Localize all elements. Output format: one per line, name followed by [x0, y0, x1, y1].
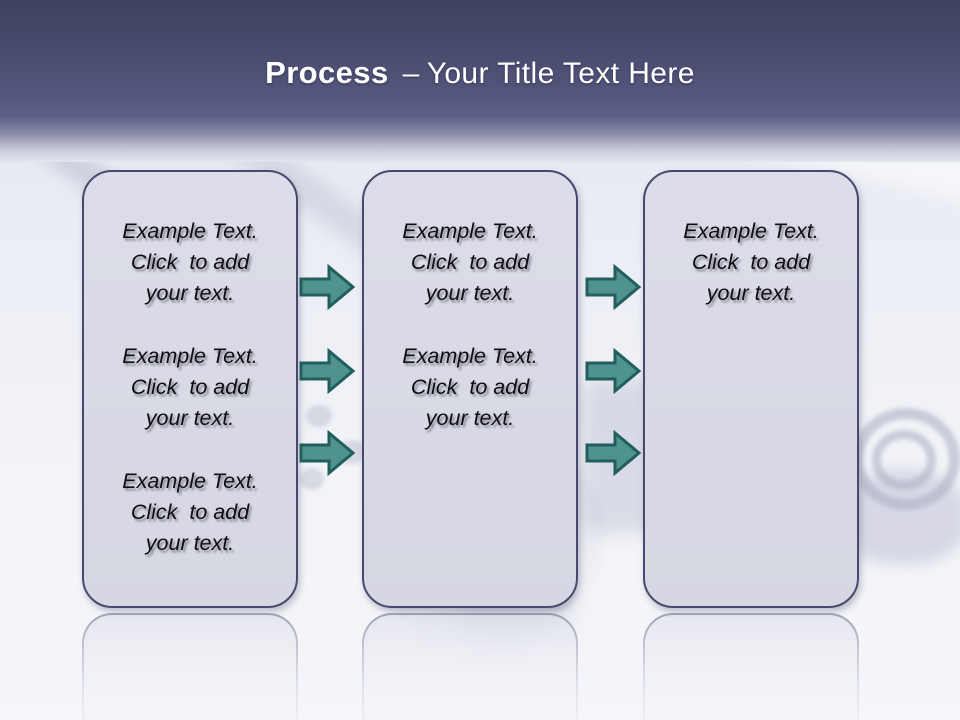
- flow-arrow-icon: [585, 263, 642, 311]
- flow-arrow-icon: [299, 263, 356, 311]
- slide-header: Process–Your Title Text Here: [0, 0, 960, 162]
- placeholder-line: Example Text.: [122, 344, 258, 368]
- slide-title: Process–Your Title Text Here: [0, 55, 960, 91]
- placeholder-line: your text.: [145, 531, 235, 555]
- text-placeholder: Example Text. Click to add your text.: [92, 216, 288, 309]
- title-dash: –: [402, 57, 420, 90]
- placeholder-line: your text.: [145, 406, 235, 430]
- text-placeholder: Example Text. Click to add your text.: [653, 216, 849, 309]
- text-placeholder: Example Text. Click to add your text.: [92, 341, 288, 434]
- box-reflection-2: [362, 613, 578, 720]
- process-box-step-1[interactable]: Example Text. Click to add your text. Ex…: [82, 170, 298, 608]
- placeholder-line: Example Text.: [122, 469, 258, 493]
- placeholder-line: your text.: [706, 281, 796, 305]
- placeholder-line: Click to add: [410, 375, 530, 399]
- box-reflection-3: [643, 613, 859, 720]
- text-placeholder: Example Text. Click to add your text.: [92, 466, 288, 559]
- placeholder-line: Example Text.: [402, 219, 538, 243]
- background-phone-cord: [852, 408, 960, 510]
- placeholder-line: Example Text.: [402, 344, 538, 368]
- placeholder-line: Click to add: [130, 250, 250, 274]
- text-placeholder: Example Text. Click to add your text.: [372, 216, 568, 309]
- placeholder-line: your text.: [425, 281, 515, 305]
- background-photo-dot: [306, 405, 332, 427]
- flow-arrow-icon: [585, 347, 642, 395]
- placeholder-line: Example Text.: [683, 219, 819, 243]
- title-emphasis: Process: [265, 55, 389, 90]
- flow-arrow-icon: [585, 429, 642, 477]
- flow-arrow-icon: [299, 429, 356, 477]
- title-text: Your Title Text Here: [426, 57, 695, 90]
- placeholder-line: your text.: [145, 281, 235, 305]
- placeholder-line: Click to add: [130, 375, 250, 399]
- box-reflection-1: [82, 613, 298, 720]
- placeholder-line: Example Text.: [122, 219, 258, 243]
- process-box-step-3[interactable]: Example Text. Click to add your text.: [643, 170, 859, 608]
- placeholder-line: Click to add: [691, 250, 811, 274]
- text-placeholder: Example Text. Click to add your text.: [372, 341, 568, 434]
- background-phone-cord: [872, 430, 936, 490]
- process-box-step-2[interactable]: Example Text. Click to add your text. Ex…: [362, 170, 578, 608]
- flow-arrow-icon: [299, 347, 356, 395]
- placeholder-line: your text.: [425, 406, 515, 430]
- placeholder-line: Click to add: [410, 250, 530, 274]
- placeholder-line: Click to add: [130, 500, 250, 524]
